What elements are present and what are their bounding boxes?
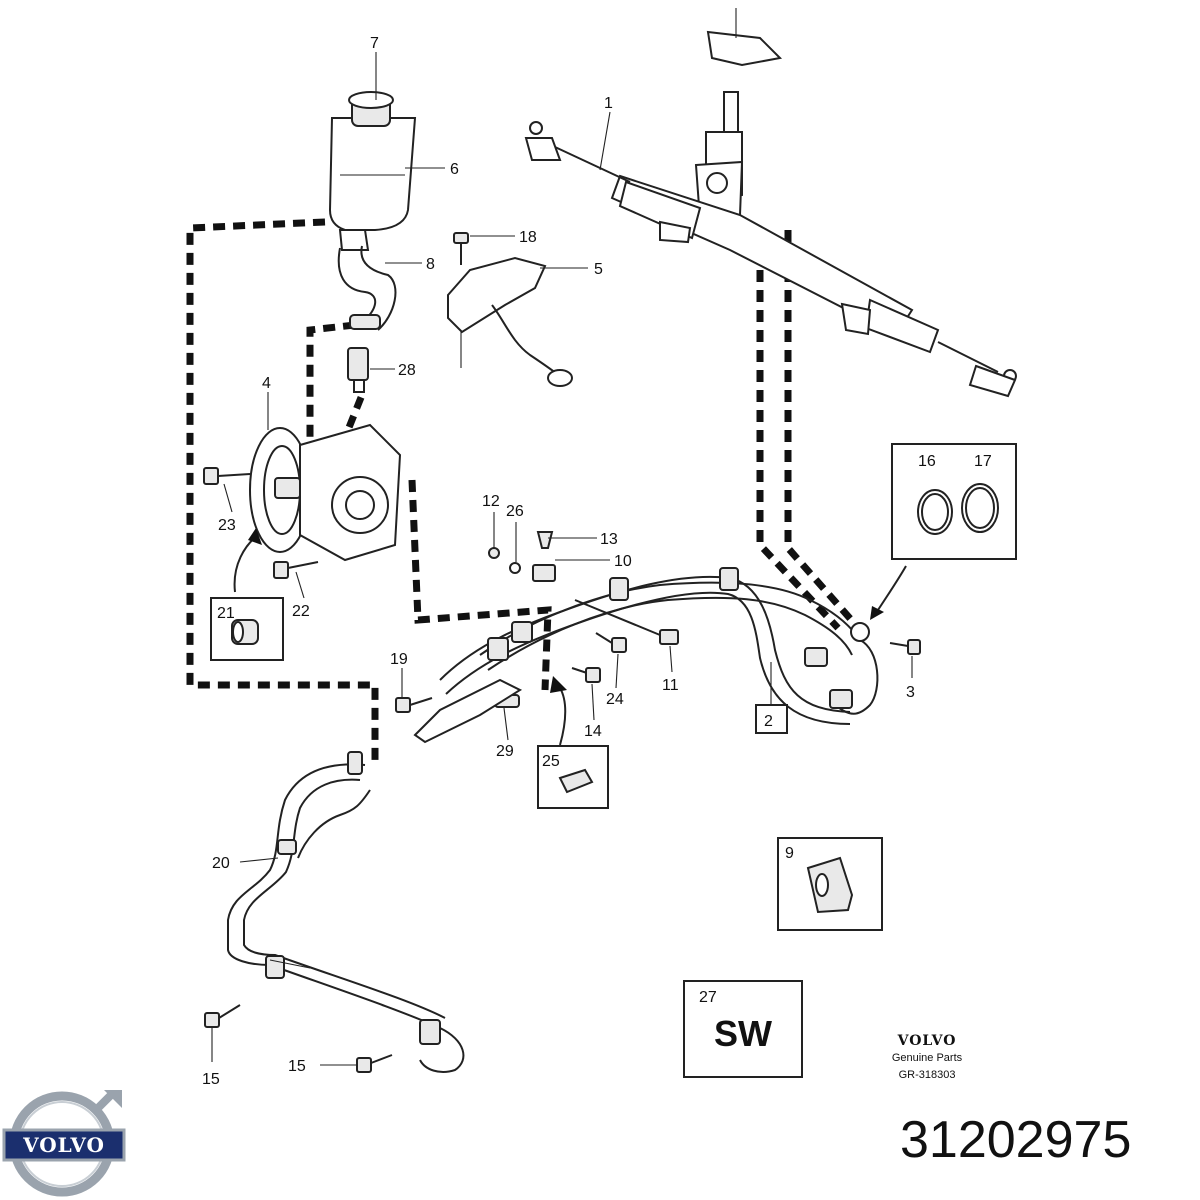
pressure-hoses (413, 567, 879, 744)
return-line-bolts (204, 1004, 393, 1073)
callout-28: 28 (398, 362, 416, 379)
callout-8: 8 (426, 256, 435, 273)
callout-11: 11 (662, 677, 679, 694)
genuine-parts-text: Genuine Parts (891, 1052, 963, 1064)
inset-box-16-17 (891, 443, 1017, 560)
callout-22: 22 (292, 603, 310, 620)
callout-18: 18 (519, 229, 537, 246)
volvo-genuine-parts-block: VOLVO Genuine Parts GR-318303 (880, 1033, 974, 1084)
logo-text: VOLVO (22, 1133, 105, 1157)
power-steering-pump (249, 423, 402, 562)
callout-27: 27 (699, 989, 717, 1006)
callout-10: 10 (614, 553, 632, 570)
return-line (227, 751, 465, 1073)
callout-2: 2 (764, 713, 773, 730)
diagram-reference: GR-318303 (898, 1069, 956, 1081)
inset-box-9 (777, 837, 883, 931)
callout-17: 17 (974, 453, 992, 470)
small-fasteners (488, 531, 556, 582)
reservoir-hose (337, 245, 397, 331)
callout-5: 5 (594, 261, 603, 278)
callout-20: 20 (212, 855, 230, 872)
callout-3: 3 (906, 684, 915, 701)
inset-box-25 (537, 745, 609, 809)
steering-rack (524, 8, 1017, 398)
inset-box-21 (210, 597, 284, 661)
callout-13: 13 (600, 531, 618, 548)
brand-name: VOLVO (897, 1033, 957, 1049)
volvo-iron-mark-icon: VOLVO (2, 1090, 126, 1197)
callout-15a: 15 (202, 1071, 220, 1088)
callout-4: 4 (262, 375, 271, 392)
callout-26: 26 (506, 503, 524, 520)
callout-labels: 1 2 3 4 5 6 7 8 9 10 11 12 13 14 15 15 1… (202, 35, 992, 1088)
callout-19: 19 (390, 651, 408, 668)
callout-21: 21 (217, 605, 235, 622)
sw-text: SW (714, 1013, 772, 1054)
callout-29: 29 (496, 743, 514, 760)
callout-23: 23 (218, 517, 236, 534)
callout-7: 7 (370, 35, 379, 52)
callout-6: 6 (450, 161, 459, 178)
leader-lines (211, 52, 913, 1066)
callout-14: 14 (584, 723, 602, 740)
callout-16: 16 (918, 453, 936, 470)
callout-15b: 15 (288, 1058, 306, 1075)
rack-bracket (447, 232, 573, 387)
reservoir (328, 91, 417, 251)
inset-box-2 (755, 704, 788, 734)
pressure-sensor (347, 347, 369, 393)
part-number: 31202975 (900, 1111, 1132, 1169)
callout-9: 9 (785, 845, 794, 862)
callout-24: 24 (606, 691, 624, 708)
callout-12: 12 (482, 493, 500, 510)
callout-1: 1 (604, 95, 613, 112)
sw-box (683, 980, 803, 1078)
pump-bolts (203, 467, 319, 579)
callout-25: 25 (542, 753, 560, 770)
pointer-arrows (233, 528, 907, 746)
